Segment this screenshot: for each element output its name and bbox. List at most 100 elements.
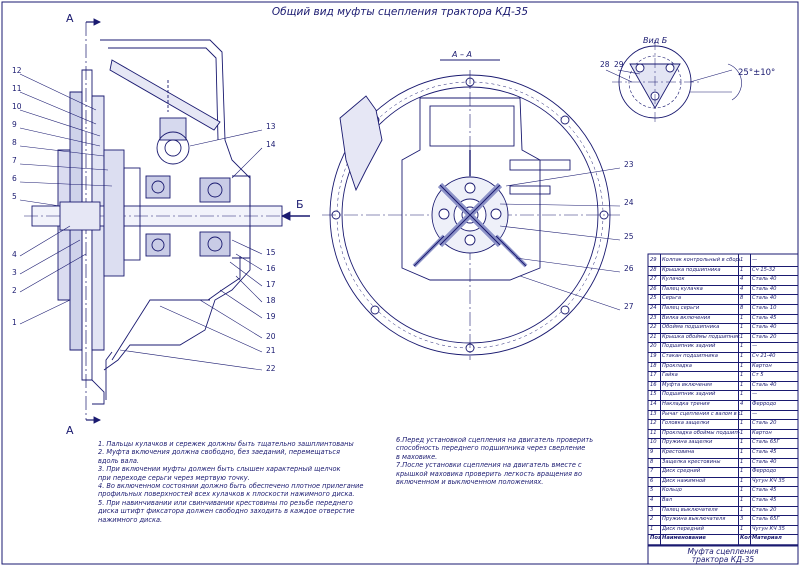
- table-cell: Головка защелки: [662, 420, 710, 427]
- notes-left: 1. Пальцы кулачков и сережек должны быть…: [98, 440, 363, 524]
- title-block-line2: трактора КД-35: [691, 555, 755, 564]
- table-cell: Сч 21-40: [752, 353, 776, 359]
- table-cell: Сталь 65Г: [752, 516, 780, 523]
- table-row: [648, 400, 798, 401]
- table-cell: Серьга: [662, 295, 682, 302]
- callout-7: 7: [12, 156, 17, 165]
- note-line: 7.После установки сцепления на двигатель…: [396, 461, 582, 470]
- table-cell: 1: [740, 362, 744, 369]
- table-cell: 25: [650, 295, 657, 302]
- table-column-divider: [660, 254, 661, 546]
- note-line: 1. Пальцы кулачков и сережек должны быть…: [98, 440, 354, 448]
- note-line: нажимного диска.: [98, 515, 163, 524]
- table-cell: Колпак контрольный в сборе: [662, 257, 740, 263]
- callout-20: 20: [266, 332, 276, 341]
- table-row: [648, 275, 798, 277]
- table-cell: Поз: [650, 535, 661, 542]
- table-cell: 1: [740, 525, 744, 532]
- table-cell: Накладка трения: [662, 401, 710, 407]
- note-line: 3. При включении муфты должен быть слыше…: [98, 465, 341, 474]
- table-cell: Диск средний: [662, 468, 701, 475]
- table-cell: Ферродо: [752, 401, 777, 407]
- table-cell: 1: [740, 439, 744, 446]
- callout-24: 24: [624, 198, 634, 207]
- note-line: диска штифт фиксатора должен свободно за…: [98, 507, 355, 516]
- table-cell: Обойма подшипника: [662, 324, 720, 331]
- section-aa-label: А – А: [452, 50, 473, 59]
- table-row: [648, 380, 798, 382]
- table-cell: Вал: [662, 497, 673, 503]
- table-row: [648, 515, 798, 517]
- table-cell: Ферродо: [752, 468, 777, 475]
- table-cell: 1: [740, 449, 744, 455]
- table-row: [648, 342, 798, 344]
- table-cell: Крышка обоймы подшипника: [662, 333, 740, 340]
- table-row: [648, 448, 798, 449]
- table-cell: 26: [650, 285, 657, 292]
- table-cell: 1: [740, 497, 744, 503]
- table-cell: Наименование: [662, 535, 706, 542]
- table-cell: 6: [650, 477, 654, 484]
- table-cell: Сталь 10: [752, 305, 777, 311]
- table-cell: Сталь 40: [752, 285, 777, 292]
- table-cell: 1: [740, 324, 744, 331]
- callout-12: 12: [12, 66, 22, 75]
- table-cell: Картон: [752, 362, 772, 369]
- table-cell: 1: [740, 477, 744, 484]
- table-cell: Сталь 20: [752, 420, 777, 427]
- view-b-label: Вид Б: [643, 36, 668, 45]
- callout-19: 19: [266, 312, 276, 321]
- table-cell: Прокладка: [662, 362, 692, 369]
- table-cell: Сталь 40: [752, 295, 777, 302]
- notes-right: 6.Перед установкой сцепления на двигател…: [396, 436, 593, 486]
- table-cell: Сталь 65Г: [752, 439, 780, 446]
- callout-26: 26: [624, 264, 634, 273]
- table-cell: 3: [650, 506, 654, 513]
- table-cell: Стакан подшипника: [662, 353, 718, 359]
- table-cell: 24: [650, 305, 657, 311]
- note-line: 5. При навинчивании или свинчивании крес…: [98, 498, 353, 507]
- table-cell: —: [752, 410, 758, 417]
- callout-16: 16: [266, 264, 276, 273]
- callout-18: 18: [266, 296, 276, 305]
- callout-22: 22: [266, 364, 276, 373]
- note-line: способность переднего подшипника через с…: [396, 444, 586, 453]
- table-row: [648, 284, 798, 286]
- note-line: профильных поверхностей всех кулачков к …: [98, 490, 355, 499]
- table-row: [648, 467, 798, 469]
- table-cell: 13: [650, 410, 657, 417]
- table-cell: 4: [740, 276, 744, 283]
- table-row: [648, 419, 798, 421]
- table-cell: Гайка: [662, 372, 678, 379]
- table-row: [648, 457, 798, 459]
- table-cell: Кол: [740, 535, 752, 542]
- table-cell: Палец выключателя: [662, 506, 718, 513]
- table-cell: Палец серьги: [662, 305, 700, 311]
- table-cell: 1: [740, 266, 744, 273]
- callout-4: 4: [12, 250, 17, 259]
- callout-2: 2: [12, 286, 17, 295]
- note-line: в маховике.: [396, 452, 438, 461]
- table-cell: 18: [650, 362, 657, 369]
- table-cell: 12: [650, 420, 657, 427]
- table-cell: 29: [650, 257, 657, 263]
- table-cell: 1: [740, 429, 744, 436]
- note-line: 4. Во включенном состоянии должно быть о…: [98, 482, 364, 491]
- section-arrow-a-top: А: [66, 12, 74, 25]
- table-cell: Сталь 20: [752, 506, 777, 513]
- table-row: [648, 323, 798, 325]
- table-row: [648, 476, 798, 478]
- table-cell: Сталь 40: [752, 276, 777, 283]
- table-cell: 1: [650, 525, 654, 532]
- table-row: [648, 428, 798, 430]
- table-cell: —: [752, 391, 758, 398]
- table-cell: 23: [650, 314, 657, 321]
- table-cell: 2: [650, 516, 654, 523]
- table-row: [648, 496, 798, 497]
- table-cell: Сталь 45: [752, 449, 777, 455]
- callout-27: 27: [624, 302, 634, 311]
- table-cell: 17: [650, 372, 657, 379]
- table-cell: Подшипник задний: [662, 391, 716, 398]
- table-cell: 1: [740, 343, 744, 350]
